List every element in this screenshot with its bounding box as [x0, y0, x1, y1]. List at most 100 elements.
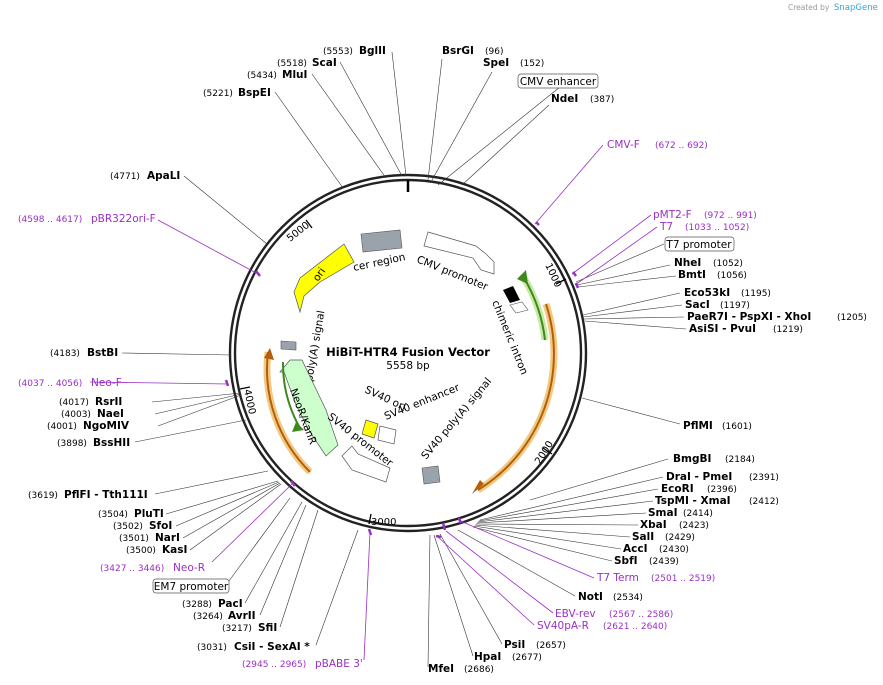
site-name-psii: PsiI: [504, 639, 525, 651]
site-pos-ndei: (387): [590, 95, 614, 105]
site-pos-mlui: (5434): [247, 71, 277, 81]
leader-rsrii: [151, 392, 242, 403]
leader-saci: [582, 304, 683, 318]
leader-tth111i: [154, 470, 269, 495]
em7-promoter-label: EM7 promoter: [154, 581, 229, 593]
site-pos-nhei: (1052): [713, 259, 743, 269]
site-name-saci: SacI: [685, 299, 710, 311]
primer-pos-neo-r: (3427 .. 3446): [100, 564, 164, 574]
site-pos-smai: (2414): [683, 509, 713, 519]
primer-line-pmt2-f: [571, 214, 652, 275]
primer-name-pbabe3: pBABE 3': [315, 658, 363, 670]
primer-pos-neo-f: (4037 .. 4056): [18, 379, 82, 389]
site-name-sexai: CsiI - SexAI *: [234, 641, 310, 653]
primer-pos-pmt2-f: (972 .. 991): [704, 211, 757, 221]
primer-pos-pbr322ori-f: (4598 .. 4617): [18, 215, 82, 225]
leader-noti: [457, 529, 576, 597]
primer-mark-pbr322ori-f: [255, 270, 261, 277]
site-name-ndei: NdeI: [551, 93, 578, 105]
leader-bsshii: [134, 419, 247, 443]
site-pos-mfei: (2686): [464, 665, 494, 675]
leader-xhoi: [583, 316, 685, 320]
site-name-bsrgi: BsrGI: [442, 45, 474, 57]
site-pos-sbfi: (2439): [649, 557, 679, 567]
site-pos-sali: (2429): [665, 533, 695, 543]
site-pos-naei: (4003): [61, 410, 91, 420]
tick-label-2000: 2000: [533, 439, 556, 466]
cds-right-arrow: [477, 303, 555, 491]
leader-em7-promoter: [225, 497, 291, 586]
primer-mark-t7-term: [457, 517, 463, 524]
leader-eco53ki: [582, 292, 681, 316]
leader-sfoi: [175, 481, 280, 527]
site-name-pflmi: PflMI: [683, 420, 713, 432]
primer-name-neo-f: Neo-F: [91, 377, 122, 389]
leader-hpai: [433, 534, 474, 657]
site-pos-sexai: (3031): [197, 643, 227, 653]
site-name-rsrii: RsrII: [95, 396, 122, 408]
site-name-kasi: KasI: [162, 544, 187, 556]
ori-arrow: [293, 243, 355, 314]
t7-promoter-box: [664, 236, 735, 252]
site-name-pmei: DraI - PmeI: [666, 471, 732, 483]
site-pos-pflmi: (1601): [722, 422, 752, 432]
primer-pos-t7: (1033 .. 1052): [685, 223, 749, 233]
site-pos-xbai: (2423): [679, 521, 709, 531]
site-pos-nari: (3501): [119, 534, 149, 544]
site-name-xmai: TspMI - XmaI: [655, 495, 731, 507]
site-name-hpai: HpaI: [474, 651, 501, 663]
site-name-paci: PacI: [218, 598, 243, 610]
leader-sexai: [315, 529, 359, 646]
site-pos-pluti: (3504): [98, 510, 128, 520]
site-name-mlui: MluI: [282, 69, 307, 81]
primer-mark-ebv-rev: [441, 522, 447, 531]
site-pos-sfii: (3217): [222, 624, 252, 634]
leader-nhei: [576, 264, 671, 286]
leader-bstbi: [121, 352, 232, 356]
site-name-bglii: BglII: [359, 45, 386, 57]
site-pos-scai: (5518): [277, 59, 307, 69]
cmv-promoter-arrow: [423, 231, 495, 275]
site-pos-apali: (4771): [110, 172, 140, 182]
cmv-enhancer-label: CMV enhancer: [520, 76, 597, 88]
backbone-outer-strand: [228, 173, 588, 533]
cds-left-arrow: [266, 351, 311, 473]
site-name-ecori: EcoRI: [661, 483, 694, 495]
leader-pluti: [165, 480, 279, 515]
cmv-enhancer-box: [517, 73, 599, 89]
site-name-spei: SpeI: [483, 57, 509, 69]
site-labels: (5553) BglII (5518) ScaI (5434) MluI (52…: [28, 45, 867, 675]
em7-promoter-box: [152, 578, 230, 594]
leader-apali: [183, 175, 268, 245]
leader-scai: [339, 61, 403, 177]
chimeric-intron-feature: [503, 286, 520, 303]
sv40-enhancer-feature: [377, 425, 397, 445]
site-pos-noti: (2534): [613, 593, 643, 603]
site-pos-saci: (1197): [720, 301, 750, 311]
site-name-smai: SmaI: [648, 507, 678, 519]
site-name-bsshii: BssHII: [93, 437, 130, 449]
site-pos-pvui: (1219): [773, 325, 803, 335]
site-name-mfei: MfeI: [428, 663, 454, 675]
primer-line-t7-term: [457, 519, 595, 579]
site-pos-kasi: (3500): [126, 546, 156, 556]
site-pos-ecori: (2396): [707, 485, 737, 495]
primer-name-ebv-rev: EBV-rev: [555, 608, 596, 620]
site-pos-avrii: (3264): [193, 612, 223, 622]
primer-mark-t7: [574, 282, 580, 289]
tick-mark-5000: [305, 219, 313, 229]
leader-drai: [479, 476, 664, 521]
site-name-noti: NotI: [578, 591, 603, 603]
site-name-sali: SalI: [632, 531, 654, 543]
site-pos-xhoi: (1205): [837, 313, 867, 323]
primer-mark-cmv-f: [535, 221, 540, 226]
site-name-sbfi: SbfI: [614, 555, 638, 567]
neo-inner-green-arrow: [281, 361, 301, 429]
plasmid-length: 5558 bp: [386, 360, 430, 372]
site-pos-rsrii: (4017): [59, 398, 89, 408]
site-name-bmgbi: BmgBI: [673, 453, 711, 465]
tick-mark-3000: [368, 513, 372, 525]
primer-line-neo-f: [89, 381, 229, 385]
site-pos-pmei: (2391): [749, 473, 779, 483]
